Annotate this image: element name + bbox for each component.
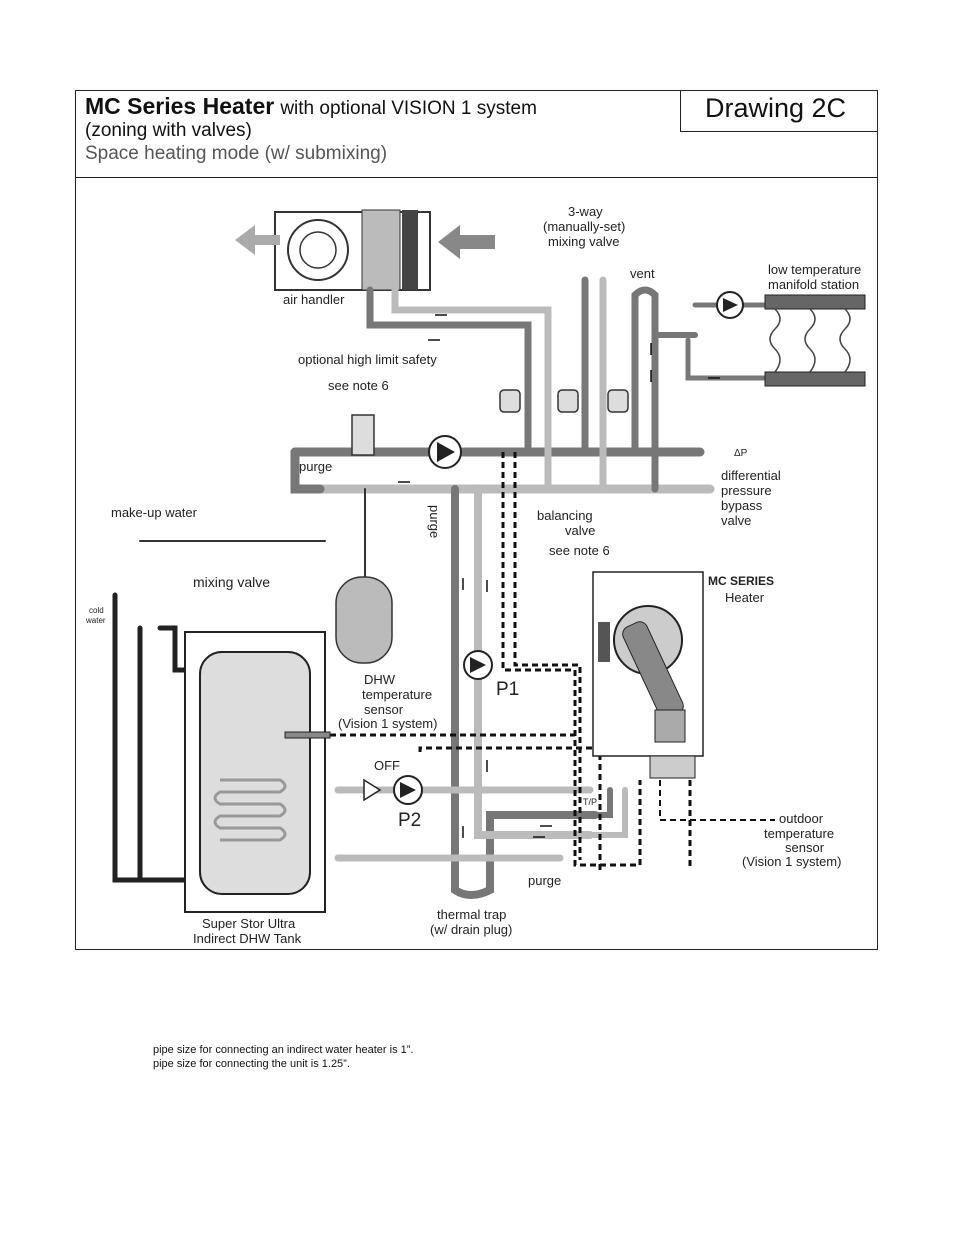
label-tank-1: Super Stor Ultra xyxy=(202,916,296,931)
flow-arrows xyxy=(398,314,720,838)
label-off: OFF xyxy=(374,758,400,773)
drawing-label: Drawing 2C xyxy=(705,93,847,123)
label-differential-4: valve xyxy=(721,513,751,528)
label-purge-left: purge xyxy=(299,459,332,474)
diagram-title: MC Series Heater with optional VISION 1 … xyxy=(85,93,537,120)
label-cold-1: cold xyxy=(89,606,104,615)
expansion-tank xyxy=(335,576,393,664)
label-differential-3: bypass xyxy=(721,498,763,513)
drawing-number-box xyxy=(680,90,878,132)
label-p1: P1 xyxy=(496,679,519,700)
label-dp: ΔP xyxy=(734,448,748,459)
relief-valve xyxy=(351,414,375,456)
label-cold-2: water xyxy=(85,616,106,625)
label-air-handler: air handler xyxy=(283,292,345,307)
title-strong: MC Series Heater xyxy=(85,93,275,119)
mc-series-heater xyxy=(592,571,704,779)
label-see-note-6b: see note 6 xyxy=(549,543,610,558)
label-p2: P2 xyxy=(398,810,421,831)
title-mode: Space heating mode (w/ submixing) xyxy=(85,143,388,164)
label-tp: T/P xyxy=(583,797,597,807)
note-indirect-pipe-size: pipe size for connecting an indirect wat… xyxy=(153,1044,414,1056)
low-temp-manifold xyxy=(764,294,866,387)
label-make-up-water: make-up water xyxy=(111,505,198,520)
label-dhw-4: (Vision 1 system) xyxy=(338,716,437,731)
circulator-p1 xyxy=(463,650,493,680)
air-handler xyxy=(235,209,495,291)
label-outdoor-3: sensor xyxy=(785,840,825,855)
label-low-temp-2: manifold station xyxy=(768,277,859,292)
note-unit-pipe-size: pipe size for connecting the unit is 1.2… xyxy=(153,1058,350,1070)
label-outdoor-1: outdoor xyxy=(779,811,824,826)
label-high-limit: optional high limit safety xyxy=(298,352,437,367)
label-dhw-1: DHW xyxy=(364,672,396,687)
zone-valves xyxy=(499,389,629,413)
label-outdoor-4: (Vision 1 system) xyxy=(742,854,841,869)
label-mixing-valve: mixing valve xyxy=(193,574,270,590)
label-3way-2: (manually-set) xyxy=(543,219,625,234)
label-differential-2: pressure xyxy=(721,483,772,498)
sensor-wiring xyxy=(330,452,775,870)
title-subline: (zoning with valves) xyxy=(85,120,252,141)
label-low-temp-1: low temperature xyxy=(768,262,861,277)
circulator-main xyxy=(428,435,462,469)
label-see-note-6a: see note 6 xyxy=(328,378,389,393)
circulator-p2 xyxy=(363,775,423,805)
label-tank-2: Indirect DHW Tank xyxy=(193,931,302,946)
header-divider xyxy=(75,177,878,178)
label-balancing-1: balancing xyxy=(537,508,593,523)
label-dhw-2: temperature xyxy=(362,687,432,702)
label-3way-1: 3-way xyxy=(568,204,603,219)
title-rest: with optional VISION 1 system xyxy=(280,98,537,119)
label-thermal-2: (w/ drain plug) xyxy=(430,922,512,937)
label-thermal-1: thermal trap xyxy=(437,907,506,922)
label-dhw-3: sensor xyxy=(364,702,404,717)
circulator-low-temp xyxy=(716,291,744,319)
dhw-tank xyxy=(184,631,331,913)
label-outdoor-2: temperature xyxy=(764,826,834,841)
label-vent: vent xyxy=(630,266,655,281)
label-purge-vertical: purge xyxy=(427,505,442,538)
label-mc-series-1: MC SERIES xyxy=(708,574,774,588)
label-purge-bottom: purge xyxy=(528,873,561,888)
label-balancing-2: valve xyxy=(565,523,595,538)
label-differential-1: differential xyxy=(721,468,781,483)
label-mc-series-2: Heater xyxy=(725,590,765,605)
label-3way-3: mixing valve xyxy=(548,234,620,249)
diagram-frame xyxy=(75,90,878,950)
